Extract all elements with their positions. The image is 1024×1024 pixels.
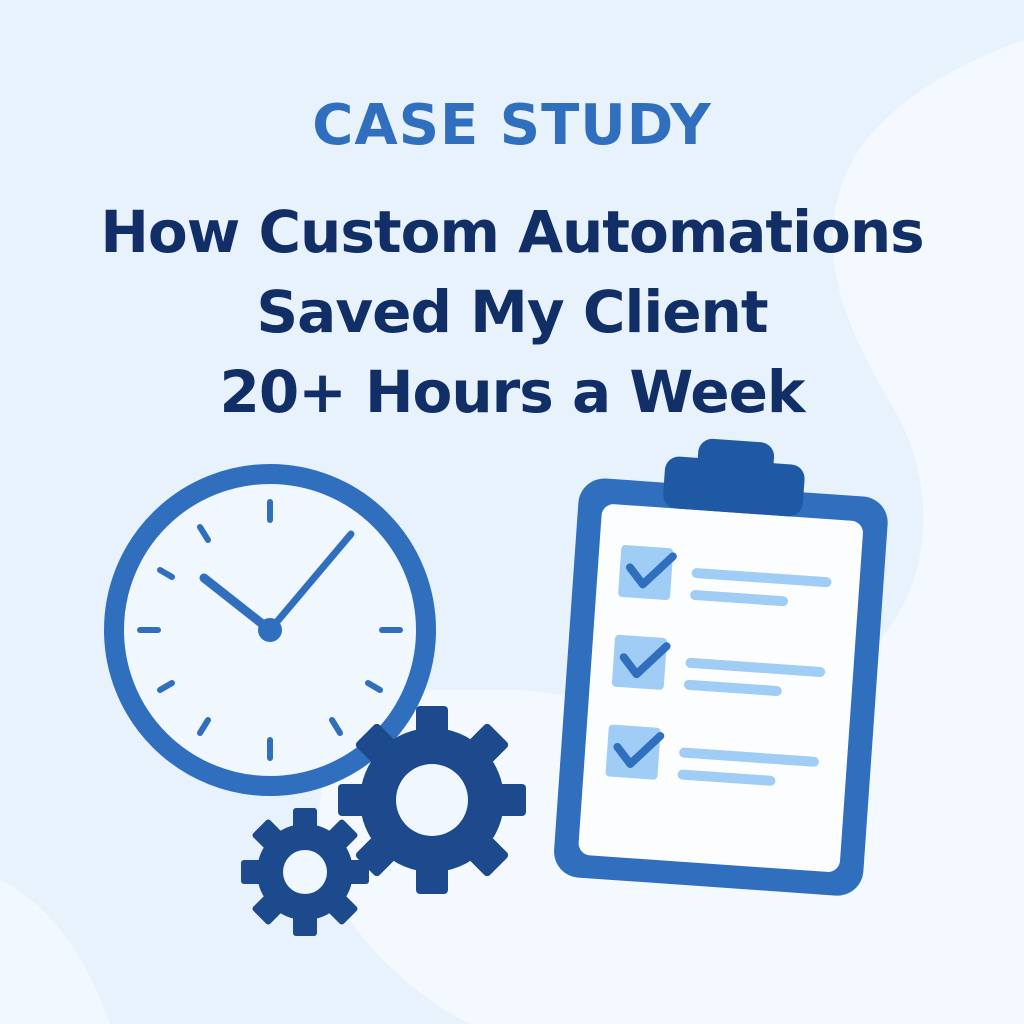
headline: How Custom Automations Saved My Client 2… [0,192,1024,432]
eyebrow-label: CASE STUDY [312,93,712,158]
headline-line-1: How Custom Automations [100,198,924,266]
checklist-item-3 [605,724,819,786]
clipboard-checklist-icon [554,438,888,896]
gear-icon [241,808,369,936]
checkmark-icon [625,552,677,589]
headline-line-2: Saved My Client [256,278,768,346]
gear-icon [338,706,526,894]
clock-icon [104,464,436,796]
checkbox-3 [605,724,661,780]
headline-line-3: 20+ Hours a Week [219,358,806,426]
checkmark-icon [619,642,671,679]
checklist-item-1 [618,545,832,607]
checklist-item-2 [611,634,826,696]
checkmark-icon [613,731,665,768]
checkbox-2 [611,634,667,690]
checkbox-1 [618,545,674,601]
gears-icon [241,706,526,936]
